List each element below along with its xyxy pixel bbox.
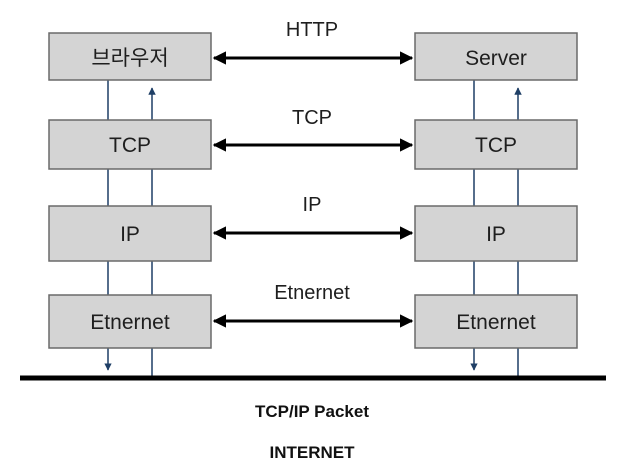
server-layer-application-label: Server [465,47,527,70]
server-layer-application-box [414,32,578,81]
protocol-label-tcp: TCP [292,107,332,129]
protocol-label-http: HTTP [286,19,338,41]
client-layer-ip-box [48,205,212,262]
server-layer-ip-label: IP [486,223,506,246]
client-layer-ethernet-label: Etnernet [90,311,170,334]
protocol-label-ethernet: Etnernet [274,282,350,304]
client-layer-ip-label: IP [120,223,140,246]
client-layer-application-box [48,32,212,81]
client-layer-tcp: TCP [48,119,212,170]
client-layer-application-label: 브라우저 [91,47,168,70]
server-layer-ip-box [414,205,578,262]
server-layer-application: Server [414,32,578,81]
client-layer-application: 브라우저 [48,32,212,81]
server-layer-tcp-box [414,119,578,170]
server-layer-ip: IP [414,205,578,262]
protocol-link-tcp: TCP [212,107,414,152]
client-layer-tcp-box [48,119,212,170]
protocol-link-http: HTTP [212,19,414,65]
network-label: INTERNET [270,443,356,462]
client-layer-ip: IP [48,205,212,262]
server-layer-tcp: TCP [414,119,578,170]
client-layer-ethernet: Etnernet [48,294,212,349]
server-layer-tcp-label: TCP [475,134,517,157]
client-layer-ethernet-box [48,294,212,349]
protocol-link-ethernet: Etnernet [212,282,414,328]
packet-label: TCP/IP Packet [255,402,369,421]
server-stack: Server TCP IP Etnernet [414,32,578,349]
server-layer-ethernet-label: Etnernet [456,311,536,334]
protocol-link-ip: IP [212,194,414,240]
client-stack: 브라우저 TCP IP Etnernet [48,32,212,349]
server-layer-ethernet: Etnernet [414,294,578,349]
client-layer-tcp-label: TCP [109,134,151,157]
protocol-label-ip: IP [303,194,322,216]
protocol-links: HTTP TCP IP Etnernet [212,19,414,328]
server-layer-ethernet-box [414,294,578,349]
